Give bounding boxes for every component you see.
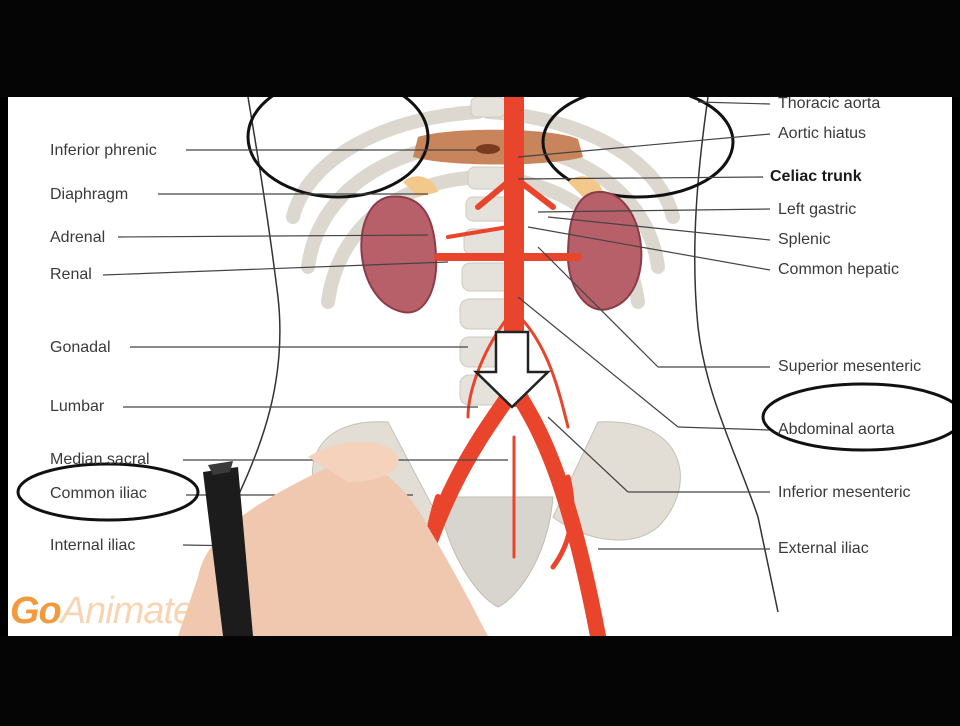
label-diaphragm: Diaphragm [50, 186, 128, 204]
letterbox-top [0, 0, 960, 97]
label-inferior-phrenic: Inferior phrenic [50, 142, 157, 160]
label-median-sacral: Median sacral [50, 451, 150, 469]
hand-with-marker [178, 442, 488, 636]
label-superior-mesenteric: Superior mesenteric [778, 358, 921, 376]
label-common-iliac: Common iliac [50, 485, 147, 503]
label-left-gastric: Left gastric [778, 201, 856, 219]
label-gonadal: Gonadal [50, 339, 111, 357]
label-common-hepatic: Common hepatic [778, 261, 899, 279]
label-renal: Renal [50, 266, 92, 284]
label-splenic: Splenic [778, 231, 830, 249]
label-inferior-mesenteric: Inferior mesenteric [778, 484, 911, 502]
video-frame[interactable]: Inferior phrenic Diaphragm Adrenal Renal… [8, 97, 952, 636]
label-external-iliac: External iliac [778, 540, 869, 558]
watermark-rest: Animate [61, 590, 193, 632]
label-abdominal-aorta: Abdominal aorta [778, 421, 895, 439]
label-aortic-hiatus: Aortic hiatus [778, 125, 866, 143]
watermark-go: Go [10, 590, 61, 632]
letterbox-bottom [0, 636, 960, 726]
label-lumbar: Lumbar [50, 398, 104, 416]
label-thoracic-aorta: Thoracic aorta [778, 97, 880, 113]
label-adrenal: Adrenal [50, 229, 105, 247]
label-celiac-trunk: Celiac trunk [770, 168, 862, 186]
label-internal-iliac: Internal iliac [50, 537, 135, 555]
goanimate-watermark: GoAnimate [10, 590, 193, 633]
